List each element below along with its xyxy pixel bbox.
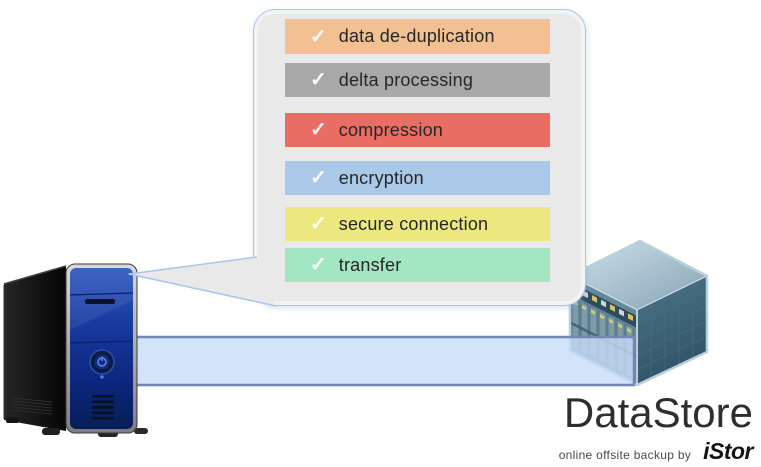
speech-bubble: ✓ data de-duplication ✓ delta processing… [253, 9, 586, 306]
process-step-label: secure connection [338, 213, 489, 234]
computer-tower [3, 263, 148, 437]
branding: DataStore online offsite backup by iStor [558, 389, 754, 465]
transfer-beam [129, 335, 636, 387]
process-step-label: transfer [338, 254, 402, 275]
process-step: ✓ transfer [285, 248, 550, 282]
side-vent-grille [11, 397, 53, 415]
server-side-grid [637, 282, 707, 379]
product-name: DataStore [563, 389, 753, 436]
process-step-label: delta processing [338, 69, 474, 90]
check-icon: ✓ [310, 254, 327, 276]
tagline-row: online offsite backup by iStor [558, 438, 754, 465]
optical-drive-slot [85, 299, 115, 304]
company-logo: iStor [703, 438, 753, 464]
check-icon: ✓ [310, 25, 327, 48]
check-icon: ✓ [310, 213, 327, 235]
process-step: ✓ data de-duplication [285, 19, 550, 54]
check-icon: ✓ [310, 69, 327, 91]
check-icon: ✓ [310, 167, 327, 189]
process-step: ✓ delta processing [285, 63, 550, 97]
process-step-label: encryption [338, 167, 424, 188]
power-button-icon [89, 349, 115, 379]
process-step: ✓ compression [285, 113, 550, 147]
process-step: ✓ encryption [285, 161, 550, 195]
process-step: ✓ secure connection [285, 207, 550, 241]
check-icon: ✓ [310, 119, 327, 141]
front-vents [92, 395, 114, 420]
process-step-label: compression [338, 119, 444, 140]
process-step-label: data de-duplication [338, 26, 495, 46]
tagline: online offsite backup by [558, 448, 692, 462]
